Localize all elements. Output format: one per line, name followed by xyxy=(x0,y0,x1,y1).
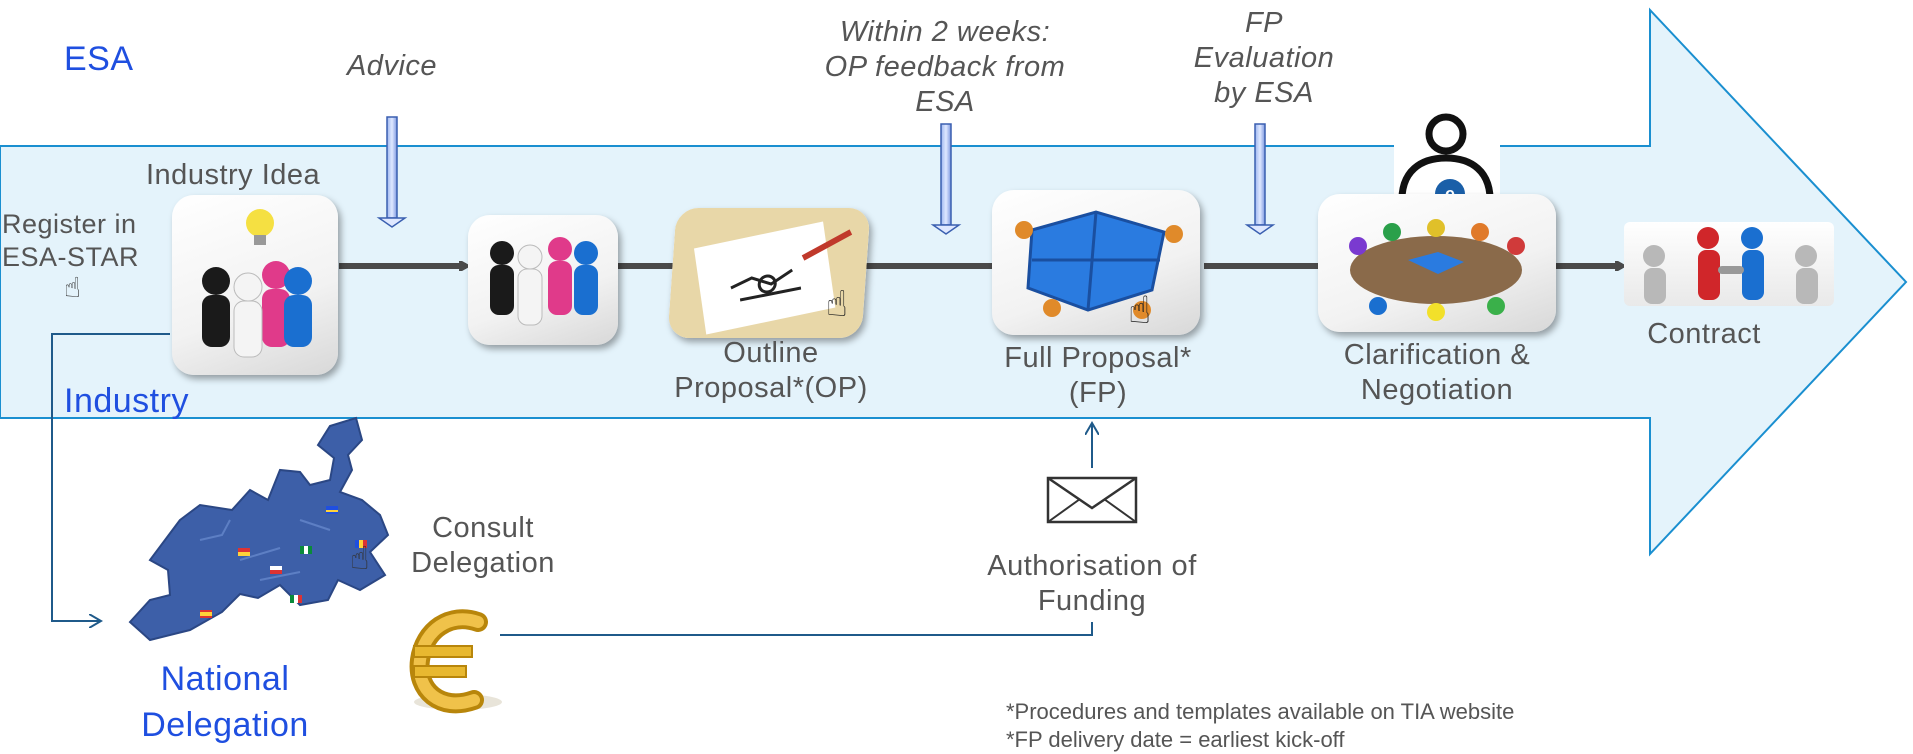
outline-proposal-label: Outline Proposal*(OP) xyxy=(674,337,868,404)
contract-label: Contract xyxy=(1647,318,1761,350)
outline-proposal-image xyxy=(667,208,871,338)
footnote-delivery-date: *FP delivery date = earliest kick-off xyxy=(1006,727,1345,752)
full-proposal-image xyxy=(992,190,1200,335)
europe-map-icon xyxy=(128,416,390,642)
authorisation-label: Authorisation of Funding xyxy=(987,550,1197,617)
footnotes: *Procedures and templates available on T… xyxy=(1006,698,1514,754)
consult-delegation-label: Consult Delegation xyxy=(411,512,555,579)
advice-down-arrow xyxy=(376,116,408,228)
feedback-down-arrow xyxy=(930,123,962,235)
full-proposal-label: Full Proposal* (FP) xyxy=(1004,342,1192,409)
clarification-label: Clarification & Negotiation xyxy=(1343,339,1531,406)
contract-image xyxy=(1624,222,1834,306)
esa-label: ESA xyxy=(64,40,134,78)
register-esa-star-link[interactable]: Register in ESA-STAR xyxy=(2,209,140,272)
national-delegation-label: National Delegation xyxy=(141,660,309,744)
team-image xyxy=(468,215,618,345)
industry-idea-image xyxy=(172,195,338,375)
industry-idea-label: Industry Idea xyxy=(146,159,321,191)
envelope-icon xyxy=(1046,476,1138,524)
industry-label: Industry xyxy=(64,382,189,420)
op-hand-pointer-icon[interactable]: ☝ xyxy=(826,283,848,324)
fp-evaluation-label: FP Evaluation by ESA xyxy=(1193,7,1335,109)
funding-connector xyxy=(500,622,1093,636)
fp-hand-pointer-icon[interactable]: ☝ xyxy=(1128,290,1152,332)
clarification-image xyxy=(1318,194,1556,332)
euro-icon xyxy=(409,609,502,714)
evaluation-down-arrow xyxy=(1244,123,1276,235)
industry-to-delegation-connector xyxy=(51,333,170,621)
advice-label: Advice xyxy=(346,50,438,82)
within-two-weeks-label: Within 2 weeks: OP feedback from ESA xyxy=(824,16,1066,118)
register-hand-pointer-icon[interactable]: ☝ xyxy=(64,272,82,303)
footnote-procedures: *Procedures and templates available on T… xyxy=(1006,699,1515,724)
consult-hand-pointer-icon[interactable]: ☝ xyxy=(350,540,370,576)
